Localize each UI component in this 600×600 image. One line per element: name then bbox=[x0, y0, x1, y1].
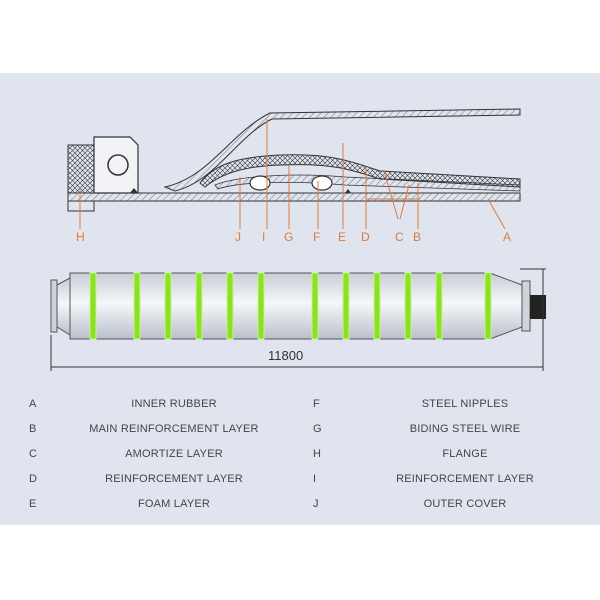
legend-text: INNER RUBBER bbox=[131, 398, 217, 410]
legend-text: BIDING STEEL WIRE bbox=[409, 423, 521, 435]
callout-c: C bbox=[395, 230, 404, 244]
legend-text: MAIN REINFORCEMENT LAYER bbox=[89, 423, 259, 435]
float-band bbox=[164, 272, 172, 340]
callout-a: A bbox=[503, 230, 511, 244]
callout-f: F bbox=[313, 230, 320, 244]
callout-j: J bbox=[235, 230, 241, 244]
legend-key: H bbox=[313, 448, 322, 460]
legend-key: C bbox=[29, 448, 38, 460]
flange-block bbox=[67, 136, 139, 212]
legend-text: FOAM LAYER bbox=[137, 498, 211, 510]
legend: A INNER RUBBER F STEEL NIPPLES B MAIN REINFOR… bbox=[0, 398, 600, 523]
callout-b: B bbox=[413, 230, 421, 244]
right-flange bbox=[521, 280, 531, 332]
legend-row: E FOAM LAYER J OUTER COVER bbox=[0, 498, 600, 523]
float-band bbox=[373, 272, 381, 340]
inner-liner bbox=[67, 192, 521, 202]
float-band bbox=[226, 272, 234, 340]
left-taper bbox=[56, 277, 71, 336]
legend-text: REINFORCEMENT LAYER bbox=[105, 473, 243, 485]
float-band bbox=[342, 272, 350, 340]
legend-text: AMORTIZE LAYER bbox=[125, 448, 223, 460]
diagram-panel: H J I G F E D C B A bbox=[0, 73, 600, 525]
legend-key: A bbox=[29, 398, 37, 410]
leader-lines bbox=[79, 119, 506, 230]
callout-g: G bbox=[284, 230, 293, 244]
legend-text: OUTER COVER bbox=[423, 498, 507, 510]
callout-h: H bbox=[76, 230, 85, 244]
legend-text: FLANGE bbox=[442, 448, 488, 460]
cross-section bbox=[67, 108, 521, 212]
float-band bbox=[484, 272, 492, 340]
dimension-label: 11800 bbox=[268, 348, 303, 363]
legend-key: D bbox=[29, 473, 38, 485]
float-band bbox=[404, 272, 412, 340]
hose-side-view: 11800 bbox=[50, 268, 546, 371]
legend-row: C AMORTIZE LAYER H FLANGE bbox=[0, 448, 600, 473]
float-band bbox=[257, 272, 265, 340]
legend-row: D REINFORCEMENT LAYER I REINFORCEMENT LAYER bbox=[0, 473, 600, 498]
callout-d: D bbox=[361, 230, 370, 244]
legend-key: I bbox=[313, 473, 317, 485]
float-bands bbox=[89, 272, 492, 340]
float-band bbox=[435, 272, 443, 340]
left-flange bbox=[50, 279, 58, 333]
callout-i: I bbox=[262, 230, 265, 244]
legend-key: B bbox=[29, 423, 37, 435]
legend-text: REINFORCEMENT LAYER bbox=[396, 473, 534, 485]
outer-cover-layer bbox=[163, 108, 521, 192]
legend-key: G bbox=[313, 423, 322, 435]
right-end-cap bbox=[530, 295, 546, 319]
steel-nipples bbox=[249, 175, 333, 191]
callout-e: E bbox=[338, 230, 346, 244]
legend-row: A INNER RUBBER F STEEL NIPPLES bbox=[0, 398, 600, 423]
legend-key: E bbox=[29, 498, 37, 510]
legend-text: STEEL NIPPLES bbox=[421, 398, 509, 410]
float-band bbox=[89, 272, 97, 340]
legend-key: F bbox=[313, 398, 320, 410]
float-band bbox=[311, 272, 319, 340]
float-band bbox=[195, 272, 203, 340]
legend-row: B MAIN REINFORCEMENT LAYER G BIDING STEEL W… bbox=[0, 423, 600, 448]
hose-diagram: H J I G F E D C B A bbox=[50, 108, 546, 371]
float-band bbox=[133, 272, 141, 340]
legend-key: J bbox=[313, 498, 319, 510]
callout-labels: H J I G F E D C B A bbox=[76, 230, 511, 244]
